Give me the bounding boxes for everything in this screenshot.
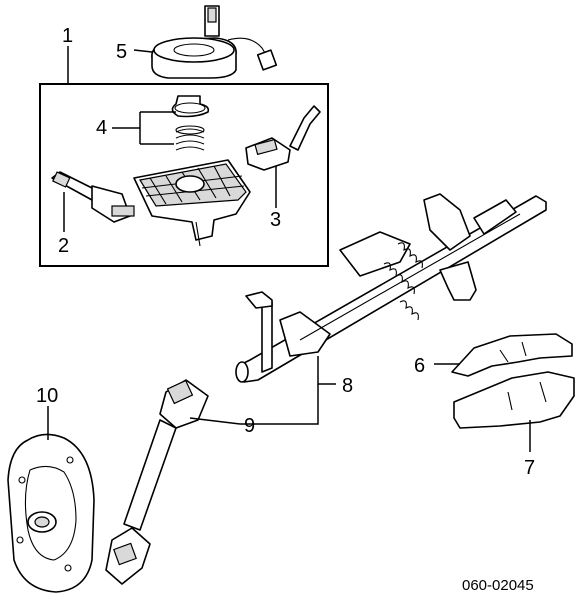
- steering-column-part: [235, 193, 547, 383]
- callout-7: 7: [524, 457, 535, 479]
- cap-spring-part: [171, 95, 210, 151]
- leader-4: [112, 111, 176, 145]
- catalog-number: 060-02045: [462, 577, 534, 594]
- wiper-switch-part: [245, 105, 321, 171]
- callout-10: 10: [36, 385, 58, 407]
- callout-2: 2: [58, 235, 69, 257]
- intermediate-shaft-part: [105, 379, 209, 585]
- leader-5: [133, 49, 153, 53]
- spiral-cable-part: [151, 5, 278, 79]
- dust-boot-part: [7, 433, 95, 593]
- upper-cover-part: [451, 333, 573, 377]
- callout-5: 5: [116, 41, 127, 63]
- leader-lines: [47, 46, 531, 452]
- lower-cover-part: [453, 371, 575, 429]
- leader-9: [189, 384, 319, 425]
- callout-1: 1: [62, 25, 73, 47]
- callout-6: 6: [414, 355, 425, 377]
- callout-8: 8: [342, 375, 353, 397]
- assembly-box: [39, 83, 329, 267]
- callout-9: 9: [244, 415, 255, 437]
- callout-3: 3: [270, 209, 281, 231]
- leader-8: [317, 356, 336, 385]
- turn-signal-switch-part: [51, 171, 135, 223]
- callout-4: 4: [96, 117, 107, 139]
- switch-housing-part: [133, 159, 251, 247]
